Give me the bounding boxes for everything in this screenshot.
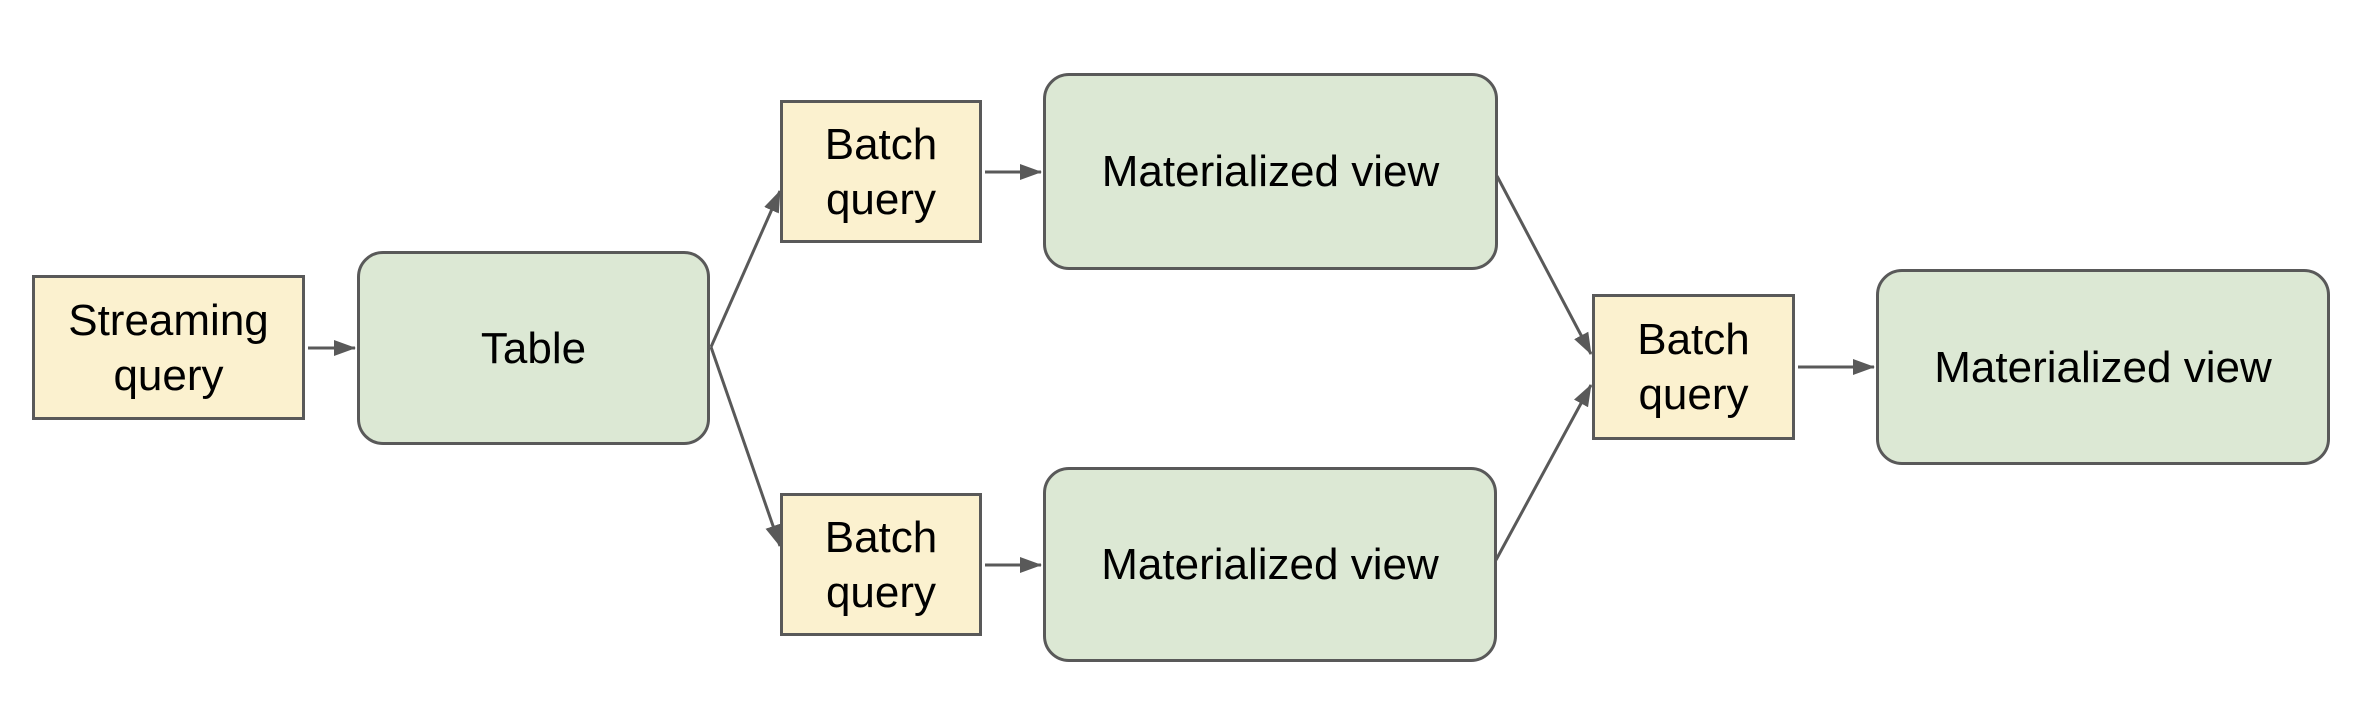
node-streaming-query-label: Streaming query	[68, 295, 269, 400]
node-materialized-view-bottom: Materialized view	[1043, 467, 1497, 662]
node-batch-query-merge: Batch query	[1592, 294, 1795, 440]
edge-materialized-view-bottom-to-batch-query-merge	[1494, 384, 1593, 561]
edge-table-to-batch-query-top	[709, 190, 782, 348]
node-batch-query-top-label: Batch query	[824, 119, 938, 224]
node-batch-query-bottom-label: Batch query	[824, 512, 938, 617]
node-materialized-view-top: Materialized view	[1043, 73, 1498, 270]
node-streaming-query: Streaming query	[32, 275, 305, 420]
node-table: Table	[357, 251, 710, 445]
node-batch-query-top: Batch query	[780, 100, 982, 243]
node-table-label: Table	[480, 323, 587, 373]
node-materialized-view-top-label: Materialized view	[1101, 147, 1440, 196]
node-materialized-view-final-label: Materialized view	[1934, 342, 2272, 392]
node-materialized-view-final: Materialized view	[1876, 269, 2330, 465]
edge-table-to-batch-query-bottom	[709, 346, 782, 547]
edge-materialized-view-top-to-batch-query-merge	[1495, 175, 1593, 355]
node-materialized-view-bottom-label: Materialized view	[1101, 540, 1439, 589]
node-batch-query-merge-label: Batch query	[1637, 315, 1750, 419]
node-batch-query-bottom: Batch query	[780, 493, 982, 636]
